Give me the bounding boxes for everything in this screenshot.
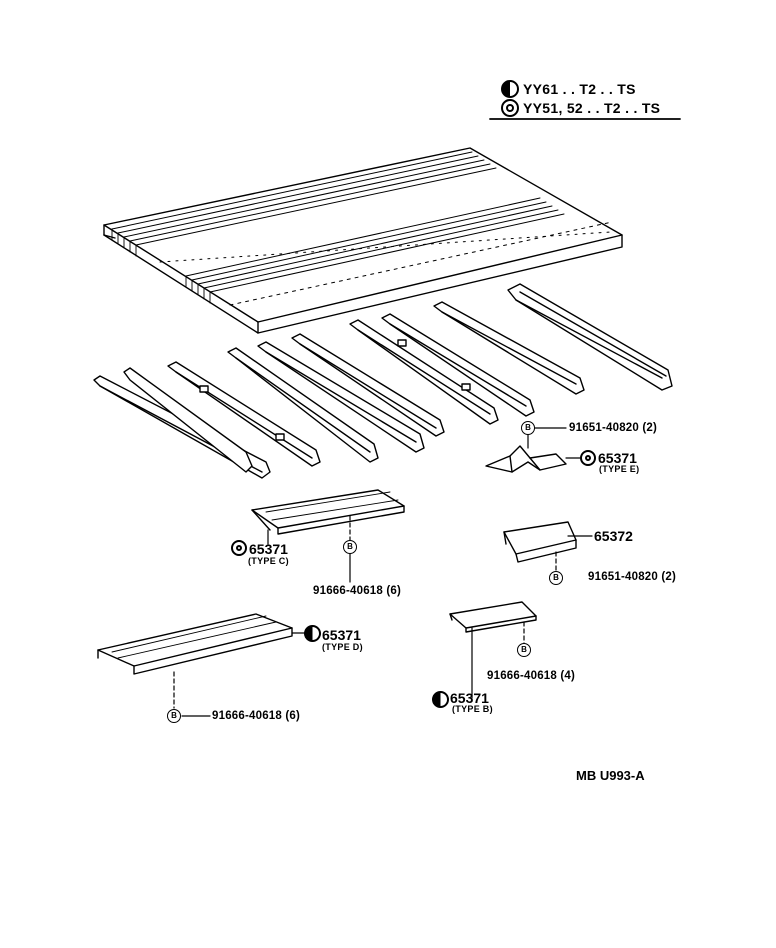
bracket-65372 xyxy=(503,521,577,563)
legend-row-1: YY61 . . T2 . . TS xyxy=(523,81,636,97)
type-d-label: (TYPE D) xyxy=(322,642,363,652)
part-number-b-bolt: 91666-40618 (4) xyxy=(487,670,576,682)
plate-type-d xyxy=(97,613,293,675)
half-filled-circle-icon xyxy=(304,625,321,642)
cross-members xyxy=(93,283,673,479)
double-ring-icon xyxy=(231,540,247,556)
part-number-e: 65371 xyxy=(598,450,637,466)
half-filled-circle-icon xyxy=(501,80,519,98)
double-ring-icon xyxy=(501,99,519,117)
double-ring-icon xyxy=(580,450,596,466)
part-number-d: 65371 xyxy=(322,627,361,643)
circled-b-icon: B xyxy=(549,571,563,585)
part-number-c-bolt: 91666-40618 (6) xyxy=(313,585,402,597)
floor-panel xyxy=(103,147,623,334)
part-number-b: 65371 xyxy=(450,690,489,706)
bracket-type-e xyxy=(485,445,567,473)
part-number-d-bolt: 91666-40618 (6) xyxy=(212,710,301,722)
type-b-label: (TYPE B) xyxy=(452,704,493,714)
half-filled-circle-icon xyxy=(432,691,449,708)
part-number-c: 65371 xyxy=(249,541,288,557)
circled-b-icon: B xyxy=(517,643,531,657)
circled-b-icon: B xyxy=(521,421,535,435)
diagram-code: MB U993-A xyxy=(576,768,645,783)
circled-b-icon: B xyxy=(167,709,181,723)
plate-type-b xyxy=(449,601,537,633)
type-e-label: (TYPE E) xyxy=(599,464,640,474)
part-number-e-bolt: 91651-40820 (2) xyxy=(569,422,658,434)
legend-row-2: YY51, 52 . . T2 . . TS xyxy=(523,100,661,116)
circled-b-icon: B xyxy=(343,540,357,554)
part-number-65372-bolt: 91651-40820 (2) xyxy=(588,571,677,583)
part-number-65372: 65372 xyxy=(594,528,633,544)
plate-type-c xyxy=(251,489,405,535)
type-c-label: (TYPE C) xyxy=(248,556,289,566)
